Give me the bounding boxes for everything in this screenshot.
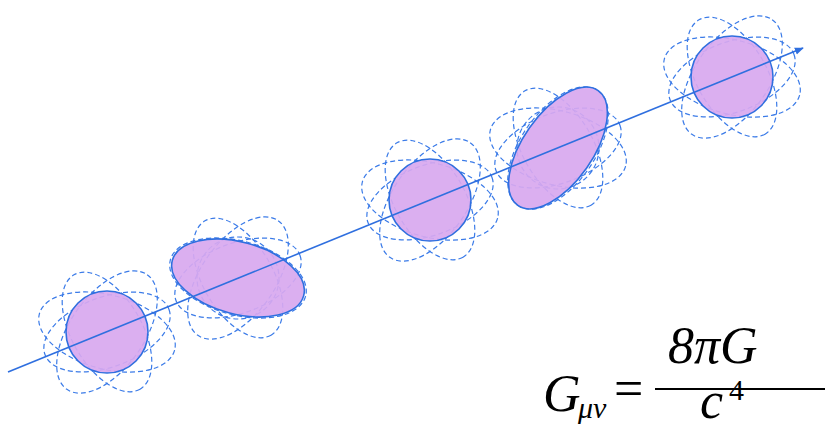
propagation-arrow bbox=[8, 48, 803, 372]
exponent: 4 bbox=[729, 375, 744, 405]
tensor-indices: μν bbox=[578, 393, 606, 423]
denominator: c bbox=[700, 375, 723, 427]
polarization-outlines bbox=[30, 0, 809, 411]
numerator: 8πG bbox=[668, 320, 758, 372]
tensor-symbol: G bbox=[543, 368, 581, 420]
equals-sign: = bbox=[614, 363, 643, 415]
